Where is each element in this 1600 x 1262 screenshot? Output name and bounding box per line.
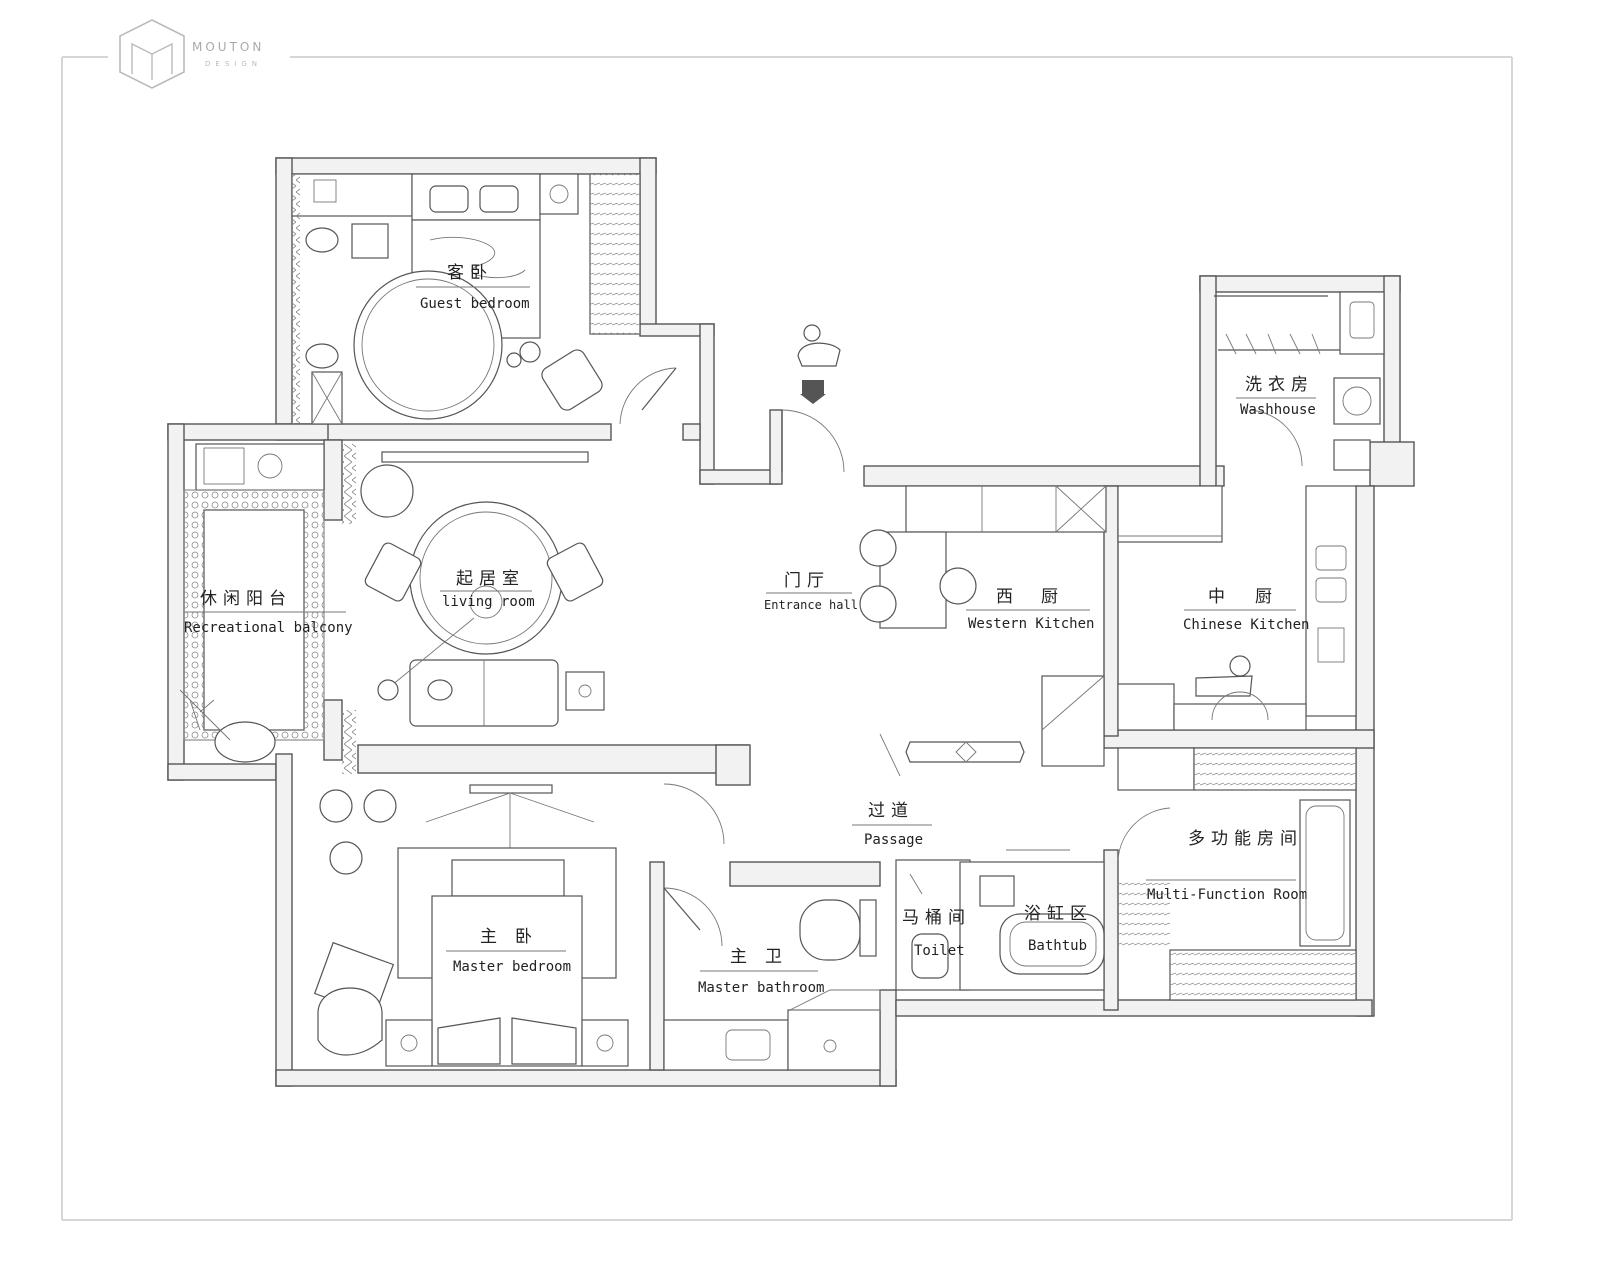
guest-bedroom-label-zh: 客卧 [447,263,493,283]
balcony-label-en: Recreational balcony [184,620,353,636]
chinese-kitchen [1117,485,1357,731]
drain-icon [823,1039,837,1053]
washhouse-label-en: Washhouse [1240,402,1316,418]
person-icon [1229,655,1251,677]
living-room [342,444,605,774]
entrance-hall-label-en: Entrance hall [764,598,858,612]
balcony-label-zh: 休闲阳台 [200,589,292,609]
room-labels: 客卧 Guest bedroom 洗衣房 Washhouse 休闲阳台 Recr… [184,263,1316,996]
western-kitchen-label-zh: 西厨 [996,587,1086,607]
living-room-label-en: living room [442,594,535,610]
pillow-icon [479,185,519,213]
guest-bedroom [291,173,677,425]
master-bathroom-label-en: Master bathroom [698,980,824,996]
western-kitchen-label-en: Western Kitchen [968,616,1094,632]
pillow-icon [429,185,469,213]
entry-arrow-icon [802,380,824,394]
master-bedroom [313,783,725,1067]
walls [167,157,1415,1087]
entry-marker [781,324,845,473]
multi-function-label-zh: 多功能房间 [1188,829,1303,849]
presentation-frame [61,56,1513,1221]
master-bathroom [663,887,881,1071]
bathtub-label-zh: 浴缸区 [1024,903,1093,924]
multi-function-label-en: Multi-Function Room [1147,887,1307,903]
chinese-kitchen-label-zh: 中厨 [1208,587,1302,607]
toilet-and-bath [895,849,1105,991]
recreational-balcony [179,443,325,763]
guest-bedroom-label-en: Guest bedroom [420,296,530,312]
washhouse [1214,291,1385,471]
master-bedroom-label-zh: 主卧 [480,927,550,947]
western-kitchen [859,485,1107,777]
toilet-icon [911,933,949,979]
toilet-label-zh: 马桶间 [902,908,971,928]
passage-label-en: Passage [864,832,923,848]
living-room-label-zh: 起居室 [456,569,525,589]
multi-function-room [1117,747,1357,1001]
person-icon [803,324,821,342]
passage-label-zh: 过道 [868,801,914,821]
washhouse-label-zh: 洗衣房 [1245,375,1314,395]
bathtub-label-en: Bathtub [1028,938,1087,954]
chinese-kitchen-label-en: Chinese Kitchen [1183,617,1309,633]
logo-subtitle: DESIGN [205,60,262,68]
mouton-logo: MOUTON DESIGN [119,19,264,89]
master-bedroom-label-en: Master bedroom [453,959,571,975]
master-bathroom-label-zh: 主卫 [730,947,800,967]
toilet-label-en: Toilet [914,943,965,959]
logo-name: MOUTON [192,40,264,54]
entrance-hall-label-zh: 门厅 [784,571,830,591]
toilet-icon [799,899,861,961]
